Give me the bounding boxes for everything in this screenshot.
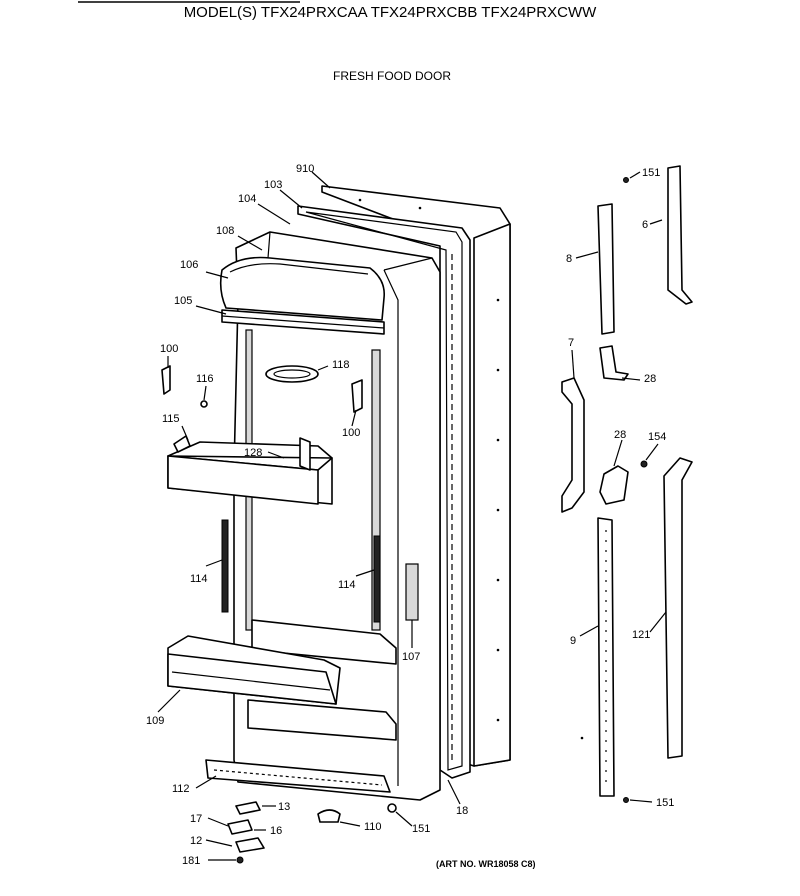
clip-100-right [351, 379, 363, 413]
callout-104: 104 [238, 193, 256, 205]
art-number: (ART NO. WR18058 C8) [436, 859, 536, 869]
callout-100-left: 100 [160, 343, 178, 355]
callout-154: 154 [648, 431, 666, 443]
door-shelf-115 [167, 435, 333, 505]
screw-151-top [623, 177, 629, 183]
callout-181: 181 [182, 855, 200, 867]
section-title: FRESH FOOD DOOR [333, 69, 451, 83]
callout-8: 8 [566, 253, 572, 265]
callout-151-bottom-right: 151 [656, 797, 674, 809]
hinge-parts [227, 801, 397, 864]
leader-lines [157, 171, 667, 861]
handle-cap-6 [667, 165, 693, 305]
callout-108: 108 [216, 225, 234, 237]
callout-28-bottom: 28 [614, 429, 626, 441]
door-shelf-109 [167, 635, 341, 705]
dairy-compartment [219, 256, 386, 335]
trim-strip-8 [597, 203, 615, 335]
callout-128: 128 [244, 447, 262, 459]
callout-17: 17 [190, 813, 202, 825]
callout-105: 105 [174, 295, 192, 307]
screw-151-bottom [623, 797, 629, 803]
hinge-28-bottom [599, 465, 629, 505]
callout-115: 115 [162, 413, 180, 425]
callout-118: 118 [332, 359, 350, 371]
callout-151-bottom-left: 151 [412, 823, 430, 835]
shelf-support-right [373, 535, 381, 623]
callout-100-right: 100 [342, 427, 360, 439]
callout-9: 9 [570, 635, 576, 647]
model-numbers: MODEL(S) TFX24PRXCAA TFX24PRXCBB TFX24PR… [184, 4, 597, 21]
callout-7: 7 [568, 337, 574, 349]
handle-trim-121 [663, 457, 693, 759]
screw-154 [640, 460, 648, 468]
clip-100-left [161, 365, 171, 395]
callout-106: 106 [180, 259, 198, 271]
callout-114-right: 114 [338, 579, 356, 591]
callout-13: 13 [278, 801, 290, 813]
bracket-107 [405, 563, 419, 621]
handle-7 [561, 377, 585, 513]
bin-118 [265, 365, 319, 383]
callout-910: 910 [296, 163, 314, 175]
door-gasket [297, 205, 471, 779]
hinge-28-top [599, 345, 629, 381]
callout-114-left: 114 [190, 573, 208, 585]
callout-6: 6 [642, 219, 648, 231]
callout-28-top: 28 [644, 373, 656, 385]
callout-107: 107 [402, 651, 420, 663]
callout-116: 116 [196, 373, 214, 385]
callout-18: 18 [456, 805, 468, 817]
callout-151-top: 151 [642, 167, 660, 179]
callout-109: 109 [146, 715, 164, 727]
callout-103: 103 [264, 179, 282, 191]
callout-110: 110 [364, 821, 382, 833]
pin-116 [200, 400, 208, 408]
callout-16: 16 [270, 825, 282, 837]
callout-112: 112 [172, 783, 190, 795]
callout-12: 12 [190, 835, 202, 847]
trim-strip-9 [597, 517, 615, 797]
shelf-support-left [221, 519, 229, 613]
callout-121: 121 [632, 629, 650, 641]
